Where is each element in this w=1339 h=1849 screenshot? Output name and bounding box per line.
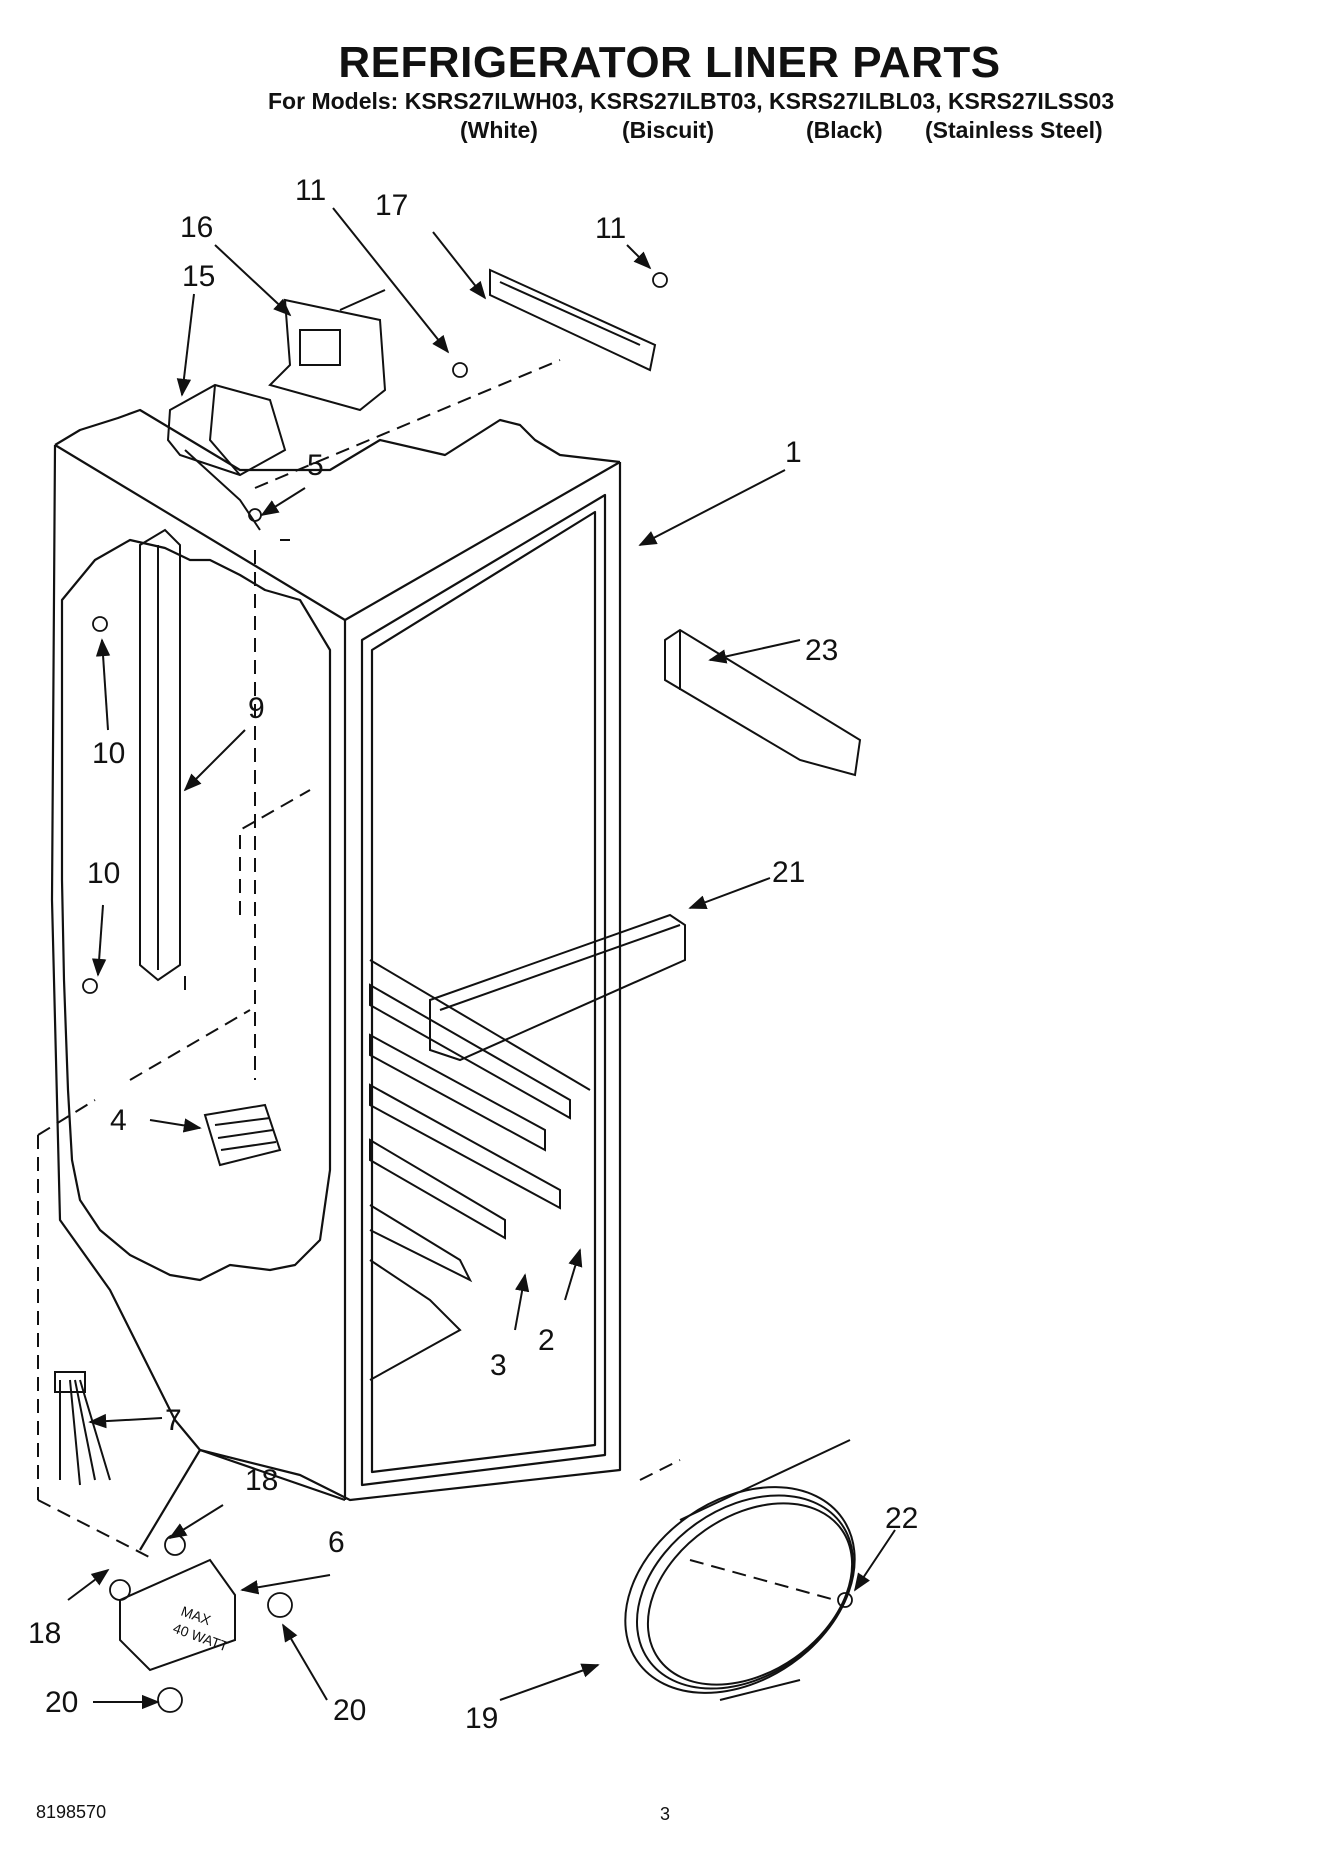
callout-arrow-7 [88,1413,163,1429]
callout-arrow-19 [499,1663,600,1701]
finish-white: (White) [460,117,538,143]
callout-arrow-5 [260,487,306,516]
callout-21: 21 [772,856,805,889]
part-23-shelf-bracket [664,628,862,777]
callout-16: 16 [180,211,213,244]
callout-3: 3 [490,1349,507,1382]
part-15-control-housing [166,383,287,531]
document-number: 8198570 [36,1802,107,1822]
callout-19: 19 [465,1702,498,1735]
callout-arrow-1 [638,469,786,546]
finish-stainless-steel: (Stainless Steel) [925,117,1103,143]
callout-arrow-11-right [626,244,652,270]
callout-arrow-22 [854,1529,896,1592]
part-6-lamp-socket [119,1558,236,1672]
part-16-bracket [268,289,387,412]
callout-arrow-15 [176,293,195,397]
callout-20-left: 20 [45,1686,78,1719]
callout-11-left: 11 [295,174,326,207]
fastener-parts [82,272,853,1713]
callout-6: 6 [328,1526,345,1559]
part-4-vent [203,1103,282,1167]
callout-4: 4 [110,1104,127,1137]
callout-10-lower: 10 [87,857,120,890]
callout-23: 23 [805,634,838,667]
page-number: 3 [660,1804,671,1824]
shelf-rails [369,959,591,1381]
part-19-tubing-coil [624,1439,856,1701]
callout-arrow-9 [183,729,246,792]
callout-20-right: 20 [333,1694,366,1727]
callout-2: 2 [538,1324,555,1357]
part-21-crisper-cover [429,913,686,1062]
callout-arrow-3 [514,1273,530,1331]
callout-11-right: 11 [595,212,626,245]
liner-cabinet [50,408,622,1551]
callout-18-upper: 18 [245,1464,278,1497]
callout-9: 9 [248,692,265,725]
callout-arrow-11-left [332,207,450,354]
callout-10-upper: 10 [92,737,125,770]
finish-black: (Black) [806,117,883,143]
callout-arrow-10-upper [95,638,111,731]
part-9-vertical-rail [139,528,181,982]
callout-arrow-4 [149,1118,202,1133]
callout-arrows [67,207,896,1710]
callout-arrow-20-right [282,1623,328,1701]
callout-18-lower: 18 [28,1617,61,1650]
assembly-leader-lines [37,359,836,1601]
callout-17: 17 [375,189,408,222]
callout-arrow-18-upper [168,1504,224,1539]
callout-15: 15 [182,260,215,293]
callout-arrow-18-lower [67,1568,110,1601]
callout-5: 5 [307,449,324,482]
callout-numbers: 1 2 3 4 5 6 7 9 10 10 11 11 15 16 17 18 … [28,174,918,1735]
callout-7: 7 [165,1404,182,1437]
page-title: REFRIGERATOR LINER PARTS [338,38,1001,87]
part-17-top-bracket [489,268,657,372]
lamp-rating-label: MAX 40 WATT [171,1603,231,1655]
part-7-wire-harness [54,1371,111,1486]
finish-biscuit: (Biscuit) [622,117,714,143]
callout-1: 1 [785,436,802,469]
callout-arrow-6 [240,1574,331,1595]
callout-22: 22 [885,1502,918,1535]
callout-arrow-10-lower [91,904,107,977]
models-line: For Models: KSRS27ILWH03, KSRS27ILBT03, … [268,88,1115,114]
callout-arrow-17 [432,231,487,300]
callout-arrow-16 [214,244,292,317]
callout-arrow-23 [708,639,801,664]
callout-arrow-21 [688,877,771,910]
callout-arrow-2 [564,1248,583,1301]
